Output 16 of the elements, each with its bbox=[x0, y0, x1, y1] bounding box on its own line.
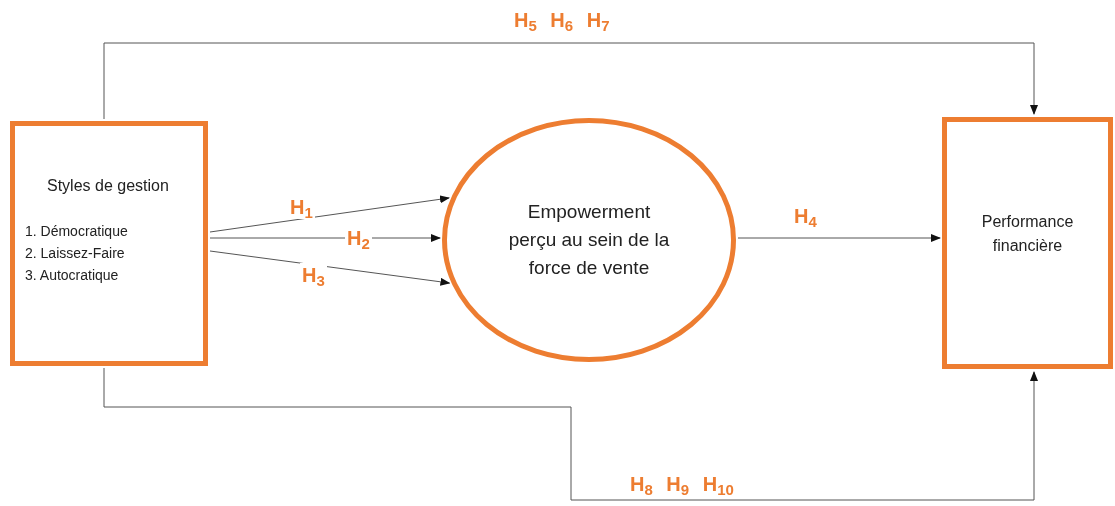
node-title: Performance financière bbox=[980, 212, 1075, 256]
arrow bbox=[209, 195, 450, 233]
list-item: 1. Démocratique bbox=[25, 222, 129, 241]
arrow bbox=[209, 250, 451, 286]
process-circle bbox=[442, 118, 736, 362]
arrow bbox=[737, 234, 941, 242]
arrow bbox=[103, 367, 1038, 501]
node-title: Styles de gestion bbox=[47, 176, 170, 196]
edge-label: H$_{3}$ bbox=[300, 263, 327, 287]
list-item: 3. Autocratique bbox=[25, 266, 120, 285]
process-box bbox=[942, 117, 1113, 369]
arrow bbox=[209, 234, 441, 242]
list-item: 2. Laissez-Faire bbox=[25, 244, 126, 263]
process-box bbox=[10, 121, 208, 366]
node-title: Empowerment perçu au sein de la force de vente bbox=[507, 200, 671, 280]
arrow bbox=[103, 42, 1038, 120]
